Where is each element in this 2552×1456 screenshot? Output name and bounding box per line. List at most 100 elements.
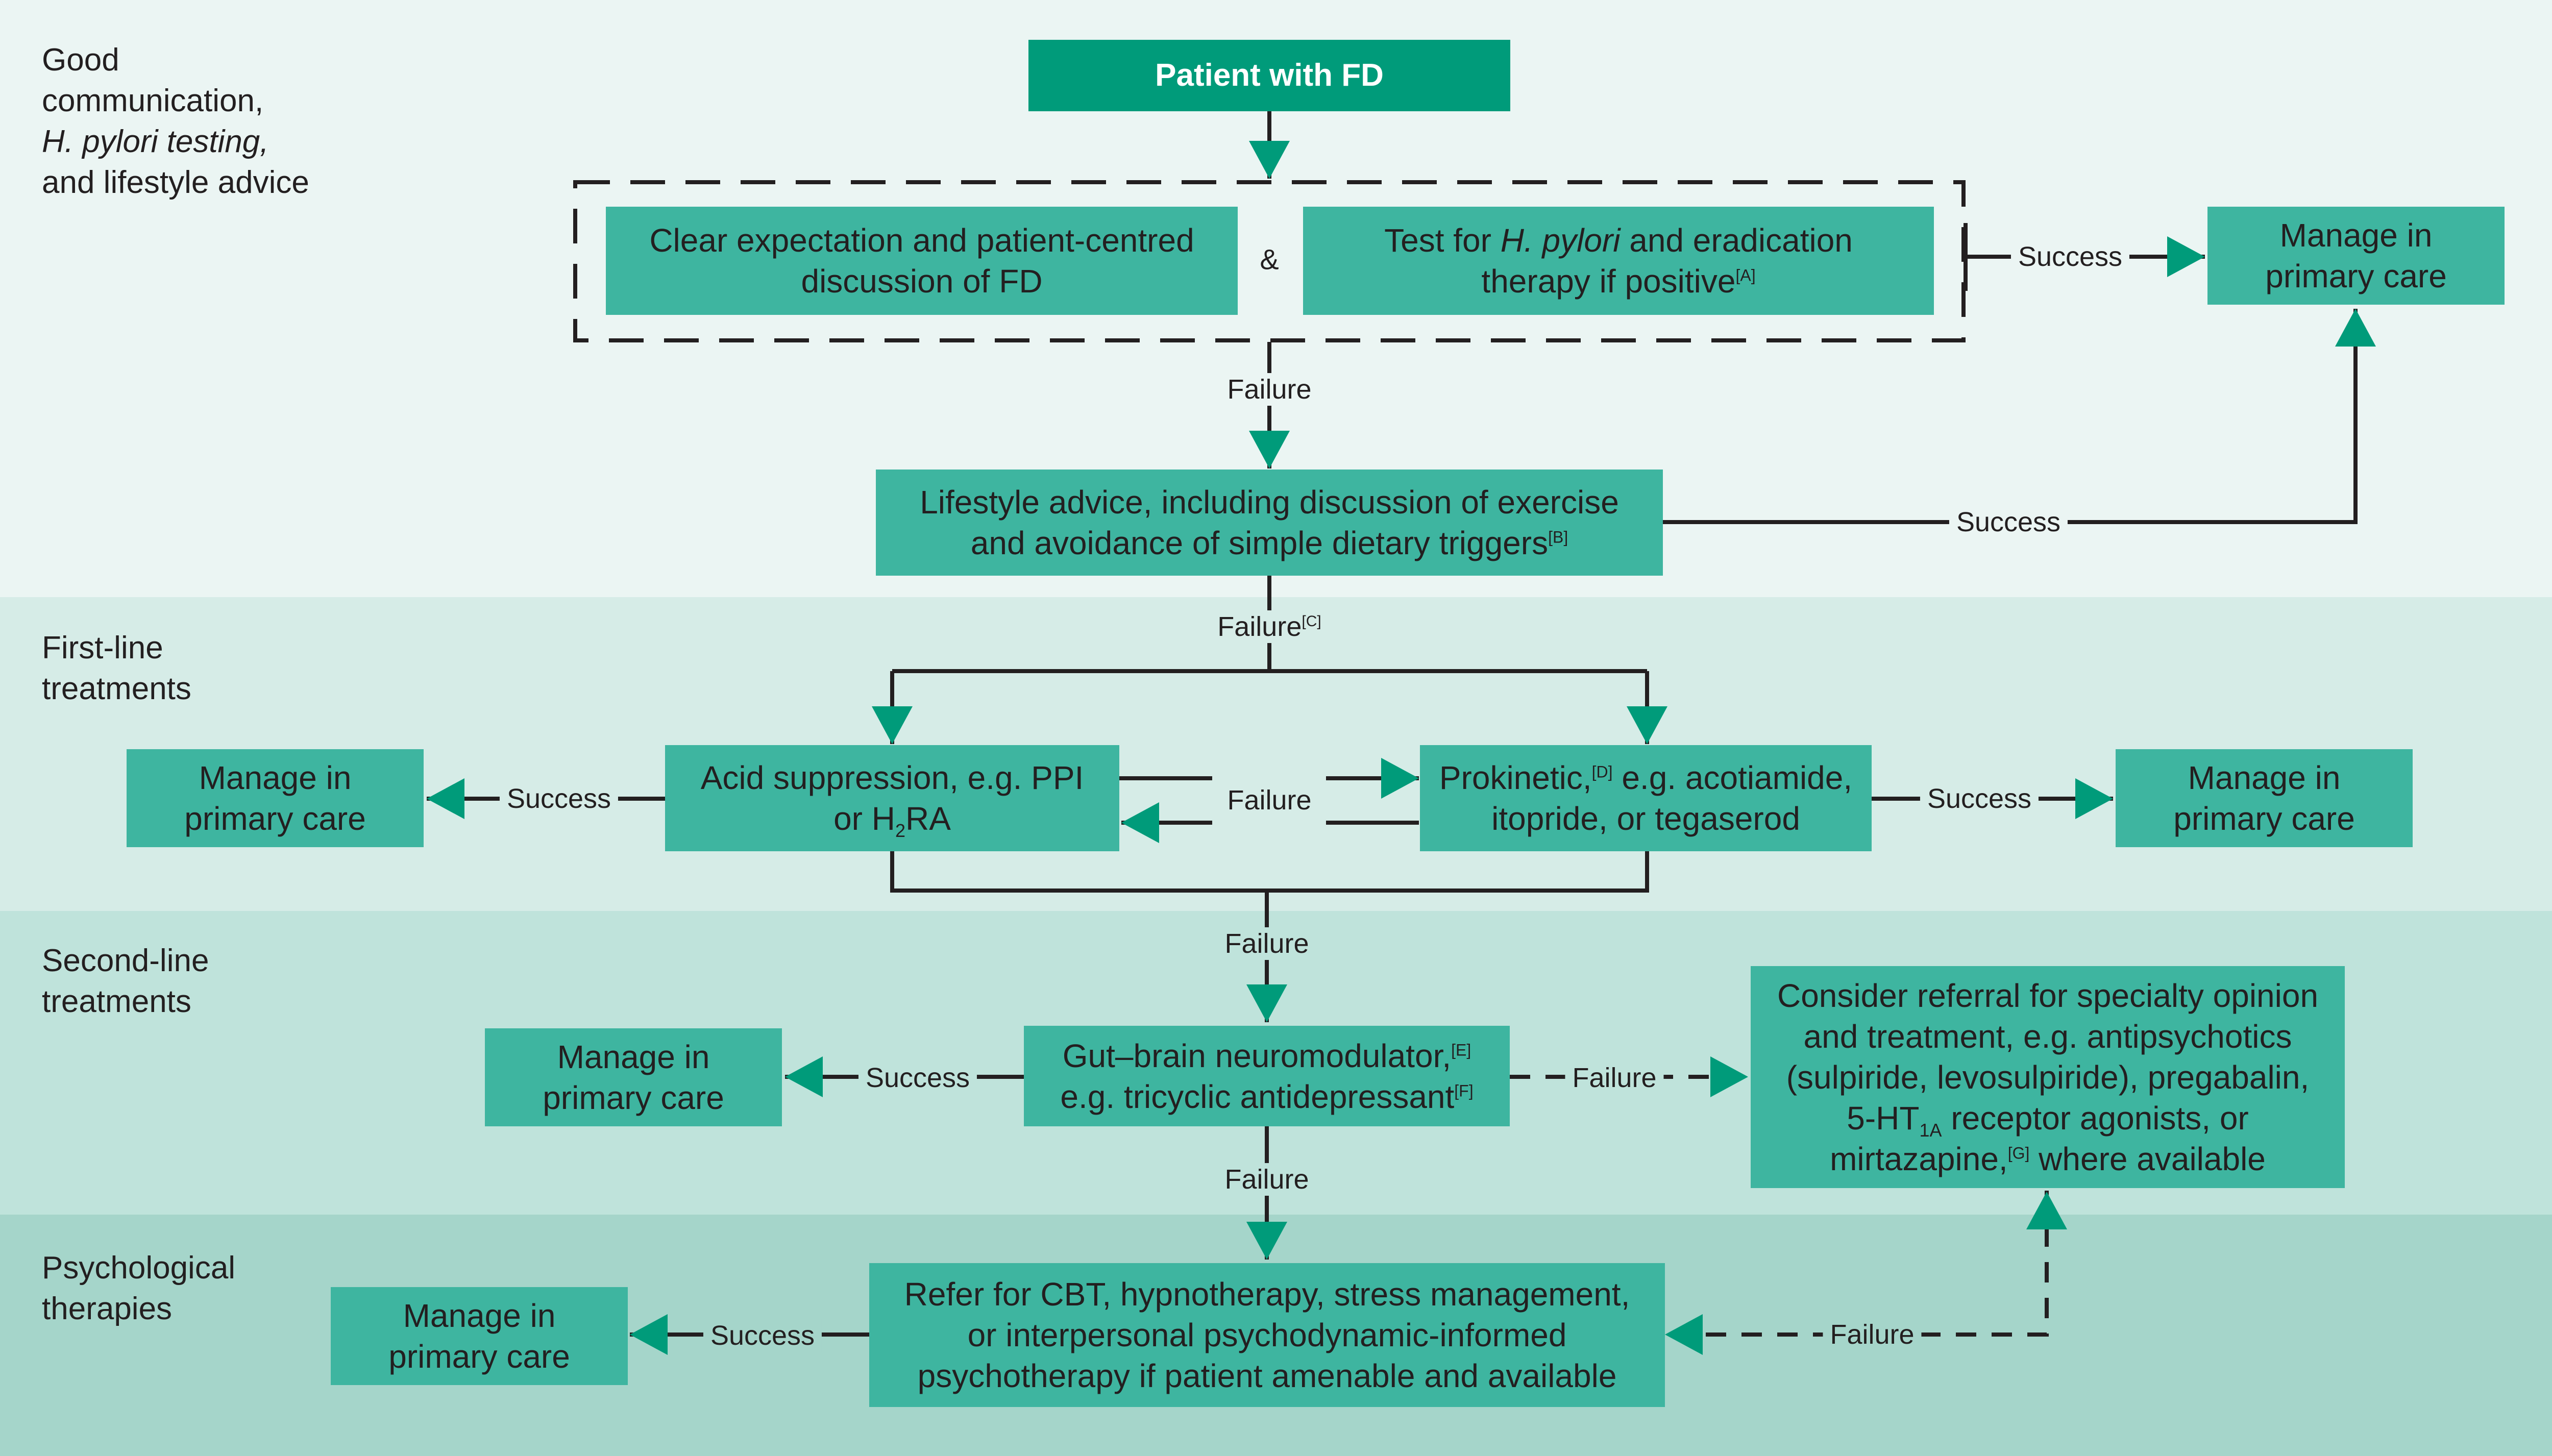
node-line: Acid suppression, e.g. PPI [700, 759, 1084, 796]
band-label-line: therapies [42, 1291, 173, 1326]
edge-label-success: Success [499, 782, 619, 815]
node-line: primary care [2265, 258, 2447, 294]
reference-e: [E] [1451, 1041, 1471, 1059]
band-label-second-line: Second-line treatments [42, 941, 209, 1022]
edge-label-failure: Failure [1220, 373, 1319, 406]
node-line: primary care [543, 1079, 724, 1116]
connector-lifestyle-success [1663, 309, 2376, 524]
start-node-label: Patient with FD [1155, 58, 1384, 93]
prokinetic-node: Prokinetic,[D] e.g. acotiamide, itopride… [1420, 745, 1872, 851]
connector-psych-referral-dashed [1665, 1191, 2049, 1355]
band-label-psychological: Psychological therapies [42, 1248, 235, 1329]
node-line: Prokinetic,[D] e.g. acotiamide, [1439, 757, 1852, 798]
node-line: e.g. tricyclic antidepressant[F] [1060, 1076, 1473, 1117]
band-label-first-line: First-line treatments [42, 628, 191, 709]
node-line: Lifestyle advice, including discussion o… [920, 484, 1619, 521]
band-label-line: treatments [42, 984, 191, 1019]
text-part: mirtazapine, [1830, 1140, 2008, 1177]
node-line: mirtazapine,[G] where available [1830, 1139, 2266, 1179]
node-line: Manage in [199, 759, 352, 796]
text-part: therapy if positive [1481, 263, 1736, 300]
node-line: Test for H. pylori and eradication [1384, 220, 1853, 261]
node-line: and treatment, e.g. antipsychotics [1803, 1018, 2292, 1055]
edge-label-failure: Failure [1220, 784, 1319, 817]
reference-c: [C] [1302, 613, 1321, 630]
node-line: therapy if positive[A] [1481, 261, 1755, 302]
edge-label-success: Success [1920, 782, 2039, 815]
edge-label-failure-c: Failure[C] [1210, 610, 1329, 643]
reference-d: [D] [1591, 762, 1613, 781]
band-label-line: Good [42, 42, 119, 78]
edge-label-failure: Failure [1217, 1163, 1316, 1196]
edge-label-failure: Failure [1565, 1062, 1664, 1094]
manage-primary-care-left-2: Manage in primary care [485, 1028, 782, 1126]
start-node: Patient with FD [1028, 40, 1510, 111]
node-line: psychotherapy if patient amenable and av… [917, 1358, 1617, 1394]
node-line: Gut–brain neuromodulator,[E] [1063, 1035, 1471, 1076]
text-part: e.g. tricyclic antidepressant [1060, 1078, 1455, 1115]
band-label-line: and lifestyle advice [42, 165, 309, 200]
node-line: Manage in [2279, 217, 2433, 254]
text-part: or H [833, 800, 895, 837]
band-label-line: H. pylori testing, [42, 121, 309, 162]
edge-label-failure: Failure [1823, 1318, 1922, 1351]
hpylori-testing-text: H. pylori testing, [42, 124, 269, 159]
text-part: Prokinetic, [1439, 759, 1592, 796]
acid-suppression-node: Acid suppression, e.g. PPI or H2RA [665, 745, 1119, 851]
node-line: itopride, or tegaserod [1491, 800, 1800, 837]
text-part: e.g. acotiamide, [1612, 759, 1853, 796]
failure-text: Failure [1217, 611, 1302, 642]
node-line: Manage in [403, 1297, 556, 1334]
manage-primary-care-top: Manage in primary care [2207, 207, 2505, 305]
node-line: Consider referral for specialty opinion [1777, 977, 2319, 1014]
edge-label-success: Success [858, 1062, 977, 1094]
text-part: 5-HT [1847, 1099, 1920, 1137]
clear-expectation-node: Clear expectation and patient-centred di… [606, 207, 1238, 315]
band-label-line: treatments [42, 671, 191, 706]
node-line: and avoidance of simple dietary triggers… [971, 523, 1568, 563]
text-part: receptor agonists, or [1942, 1099, 2249, 1137]
node-line: (sulpiride, levosulpiride), pregabalin, [1786, 1058, 2310, 1096]
lifestyle-advice-node: Lifestyle advice, including discussion o… [876, 470, 1663, 576]
reference-b: [B] [1548, 528, 1568, 547]
band-label-line: communication, [42, 83, 264, 118]
node-line: or H2RA [833, 798, 951, 841]
node-line: 5-HT1A receptor agonists, or [1847, 1098, 2248, 1139]
band-label-communication: Good communication, H. pylori testing, a… [42, 40, 309, 203]
node-line: Manage in [2188, 759, 2341, 796]
node-line: primary care [184, 800, 366, 837]
manage-primary-care-left-1: Manage in primary care [127, 749, 424, 847]
text-part: RA [905, 800, 951, 837]
text-part: where available [2029, 1140, 2266, 1177]
node-line: Refer for CBT, hypnotherapy, stress mana… [904, 1276, 1630, 1313]
node-line: primary care [388, 1338, 570, 1375]
edge-label-success: Success [2010, 240, 2130, 273]
edge-label-success: Success [1949, 506, 2068, 538]
text-part: and avoidance of simple dietary triggers [970, 525, 1549, 561]
manage-primary-care-right-1: Manage in primary care [2116, 749, 2413, 847]
manage-primary-care-left-3: Manage in primary care [331, 1287, 628, 1385]
reference-f: [F] [1454, 1081, 1474, 1100]
node-line: or interpersonal psychodynamic-informed [967, 1317, 1567, 1353]
text-part: Gut–brain neuromodulator, [1062, 1037, 1452, 1074]
edge-label-failure: Failure [1217, 927, 1316, 960]
band-label-line: Second-line [42, 943, 209, 978]
node-line: Clear expectation and patient-centred [649, 222, 1194, 259]
node-line: Manage in [557, 1039, 710, 1075]
text-part: and eradication [1620, 222, 1853, 259]
subscript-1a: 1A [1919, 1119, 1942, 1141]
hpylori-test-node: Test for H. pylori and eradication thera… [1303, 207, 1934, 315]
psychotherapy-node: Refer for CBT, hypnotherapy, stress mana… [869, 1263, 1665, 1407]
gut-brain-node: Gut–brain neuromodulator,[E] e.g. tricyc… [1024, 1026, 1510, 1126]
hpylori-italic: H. pylori [1500, 222, 1621, 259]
reference-g: [G] [2007, 1144, 2030, 1163]
band-label-line: Psychological [42, 1250, 236, 1286]
ampersand: & [1260, 243, 1279, 276]
node-line: discussion of FD [801, 263, 1043, 300]
subscript-2: 2 [895, 820, 906, 841]
edge-label-success: Success [703, 1319, 822, 1352]
connector-merge [890, 851, 1649, 893]
text-part: Test for [1384, 222, 1501, 259]
reference-a: [A] [1735, 266, 1756, 285]
